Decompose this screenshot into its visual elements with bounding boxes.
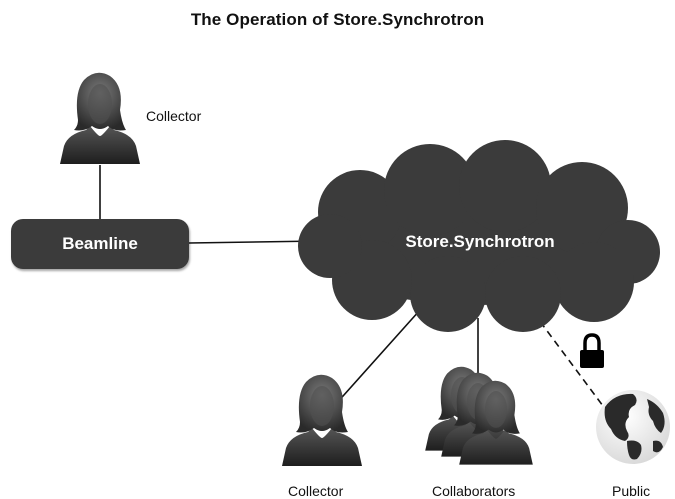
lock-icon — [580, 333, 604, 368]
public-label: Public — [612, 483, 651, 499]
beamline-node: Beamline — [11, 219, 189, 269]
cloud-icon — [298, 140, 660, 332]
beamline-label: Beamline — [62, 234, 138, 253]
store-synchrotron-label: Store.Synchrotron — [405, 232, 555, 251]
store-public-line — [532, 311, 607, 411]
collector-top-label: Collector — [146, 108, 202, 124]
store-collector-line — [334, 309, 421, 406]
diagram-title: The Operation of Store.Synchrotron — [190, 10, 485, 29]
group-icon — [425, 366, 533, 465]
person-icon — [60, 72, 140, 164]
collaborators-label: Collaborators — [432, 483, 516, 499]
beamline-store-line — [188, 240, 321, 244]
collector-bottom-label: Collector — [288, 483, 344, 499]
globe-icon — [596, 390, 670, 464]
